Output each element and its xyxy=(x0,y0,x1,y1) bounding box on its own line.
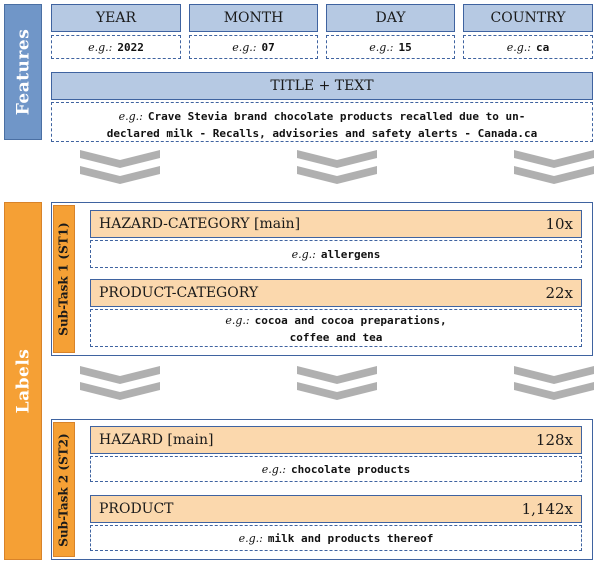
month-eg-label: e.g.: xyxy=(232,40,257,54)
hazard-example: e.g.: chocolate products xyxy=(90,456,582,482)
product-category-example: e.g.: cocoa and cocoa preparations, coffe… xyxy=(90,309,582,347)
labels-section-label: Labels xyxy=(13,348,34,414)
country-header-text: COUNTRY xyxy=(490,10,566,26)
hazard-eg-label: e.g.: xyxy=(261,462,287,476)
product-example-value: milk and products thereof xyxy=(267,531,434,545)
hazard-category-count: 10x xyxy=(545,215,573,233)
hazard-category-name: HAZARD-CATEGORY xyxy=(99,216,250,232)
day-feature-example: e.g.: 15 xyxy=(326,35,455,59)
product-header: PRODUCT 1,142x xyxy=(90,495,582,523)
hazard-category-example: e.g.: allergens xyxy=(90,240,582,268)
double-chevron-down-icon xyxy=(80,366,160,400)
double-chevron-down-icon xyxy=(514,150,594,184)
title-text-eg-label: e.g.: xyxy=(118,110,143,123)
hazard-header: HAZARD [main] 128x xyxy=(90,426,582,454)
hazard-count: 128x xyxy=(535,431,573,449)
title-text-example-line1: Crave Stevia brand chocolate products re… xyxy=(147,110,526,123)
hazard-category-example-value: allergens xyxy=(320,247,381,261)
year-feature-header: YEAR xyxy=(51,4,181,32)
country-feature-header: COUNTRY xyxy=(463,4,593,32)
product-category-eg-label: e.g.: xyxy=(225,314,250,327)
month-example-value: 07 xyxy=(261,40,275,54)
title-text-header-text: TITLE + TEXT xyxy=(270,78,374,94)
double-chevron-down-icon xyxy=(297,150,377,184)
hazard-category-eg-label: e.g.: xyxy=(291,247,316,261)
product-category-count: 22x xyxy=(545,284,573,302)
hazard-tag: [main] xyxy=(167,432,214,448)
year-feature-example: e.g.: 2022 xyxy=(51,35,181,59)
hazard-example-value: chocolate products xyxy=(291,462,411,476)
product-count: 1,142x xyxy=(521,500,573,518)
day-feature-header: DAY xyxy=(326,4,455,32)
title-text-feature-header: TITLE + TEXT xyxy=(51,72,593,100)
title-text-feature-example: e.g.: Crave Stevia brand chocolate produc… xyxy=(51,102,593,142)
hazard-name: HAZARD xyxy=(99,432,163,448)
country-example-value: ca xyxy=(536,40,550,54)
year-example-value: 2022 xyxy=(117,40,144,54)
product-category-name: PRODUCT-CATEGORY xyxy=(99,285,259,301)
product-name: PRODUCT xyxy=(99,501,174,517)
month-feature-header: MONTH xyxy=(189,4,318,32)
product-eg-label: e.g.: xyxy=(238,531,263,545)
country-eg-label: e.g.: xyxy=(506,40,531,54)
subtask2-label-bar: Sub-Task 2 (ST2) xyxy=(53,422,75,557)
year-header-text: YEAR xyxy=(95,10,137,26)
double-chevron-down-icon xyxy=(514,366,594,400)
double-chevron-down-icon xyxy=(80,150,160,184)
day-header-text: DAY xyxy=(375,10,406,26)
product-category-example-line2: coffee and tea xyxy=(289,331,383,344)
product-category-header: PRODUCT-CATEGORY 22x xyxy=(90,279,582,307)
month-header-text: MONTH xyxy=(223,10,284,26)
features-section-bar: Features xyxy=(4,4,42,140)
product-category-example-line1: cocoa and cocoa preparations, xyxy=(254,314,447,327)
subtask2-label: Sub-Task 2 (ST2) xyxy=(57,432,72,547)
features-section-label: Features xyxy=(13,28,33,116)
year-eg-label: e.g.: xyxy=(88,40,113,54)
month-feature-example: e.g.: 07 xyxy=(189,35,318,59)
hazard-category-header: HAZARD-CATEGORY [main] 10x xyxy=(90,210,582,238)
labels-section-bar: Labels xyxy=(4,202,42,560)
day-example-value: 15 xyxy=(398,40,412,54)
subtask1-label: Sub-Task 1 (ST1) xyxy=(57,222,72,336)
hazard-category-tag: [main] xyxy=(254,216,301,232)
subtask1-label-bar: Sub-Task 1 (ST1) xyxy=(53,205,75,353)
title-text-example-line2: declared milk - Recalls, advisories and … xyxy=(106,127,538,140)
double-chevron-down-icon xyxy=(297,366,377,400)
country-feature-example: e.g.: ca xyxy=(463,35,593,59)
day-eg-label: e.g.: xyxy=(369,40,394,54)
product-example: e.g.: milk and products thereof xyxy=(90,525,582,551)
